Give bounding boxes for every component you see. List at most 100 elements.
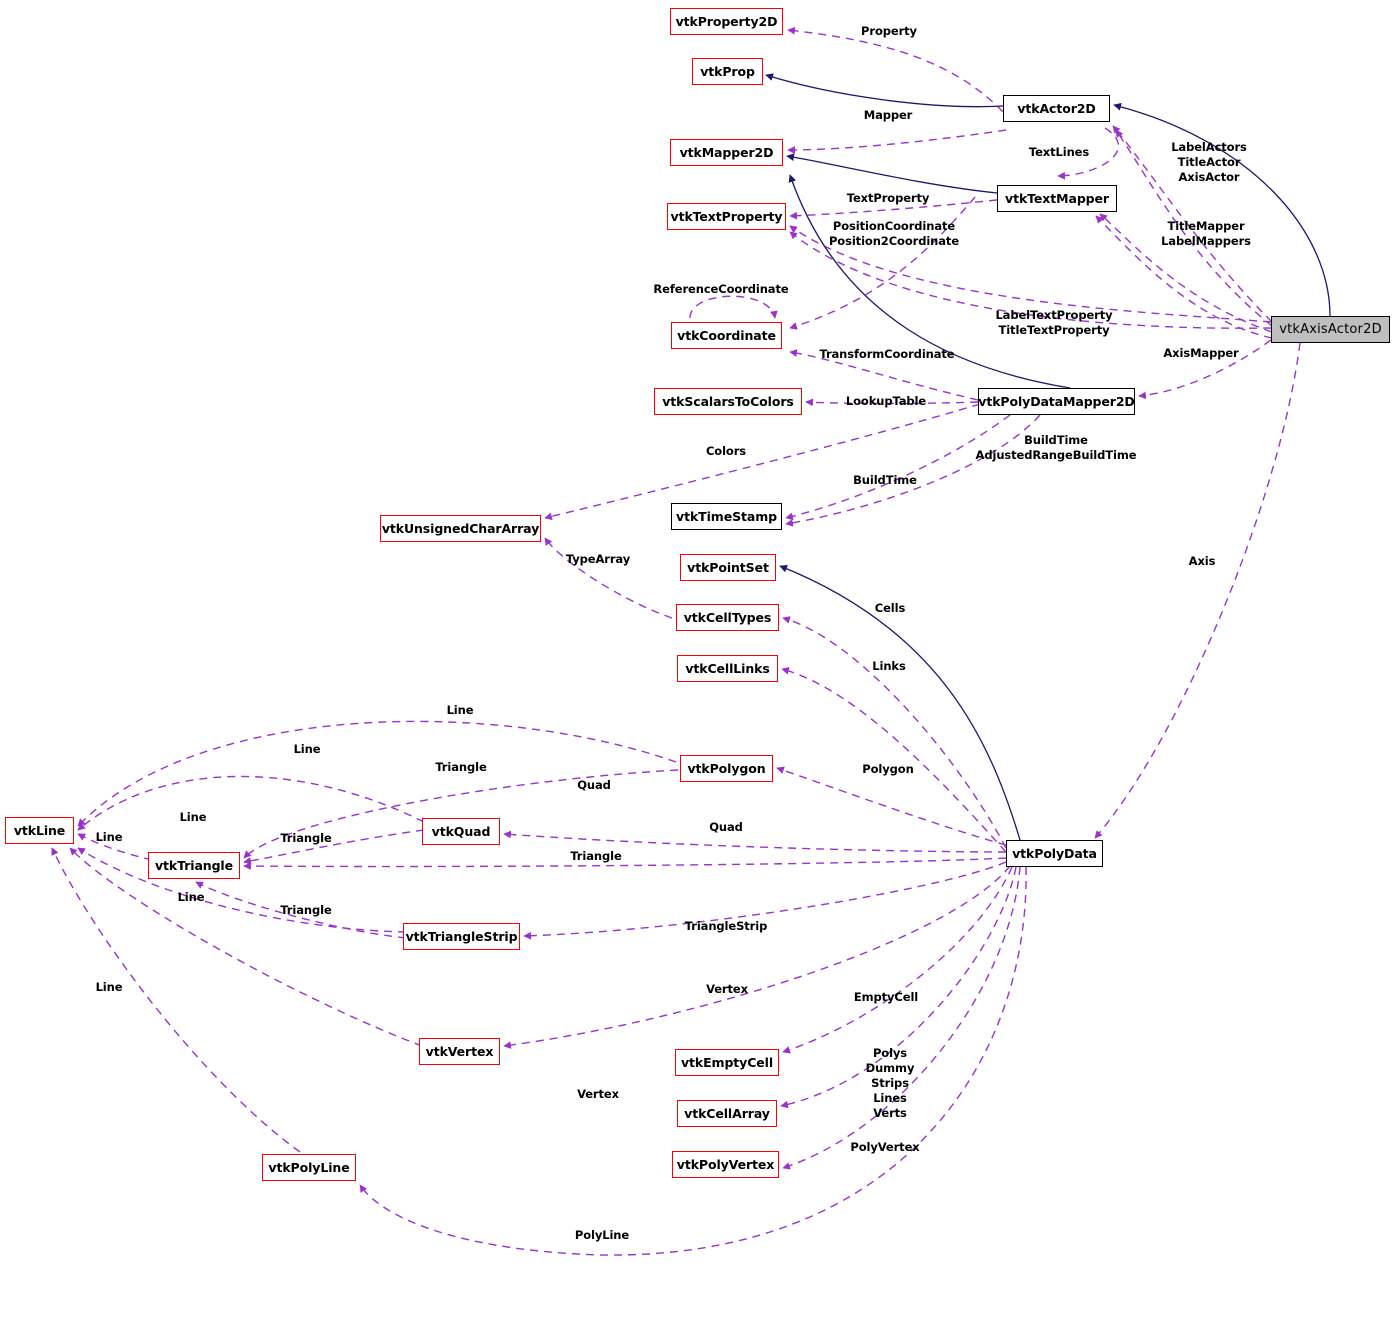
usage-edge: [782, 866, 1013, 1054]
edge-label: Colors: [705, 444, 747, 458]
edge-label: Cells: [874, 601, 906, 615]
class-node-vtkEmptyCell[interactable]: vtkEmptyCell: [675, 1049, 779, 1076]
usage-edge: [785, 414, 1011, 521]
edge-label: Vertex: [706, 982, 748, 996]
usage-edge: [805, 398, 979, 407]
edge-label: TextLines: [1028, 145, 1090, 159]
class-node-vtkPolyData[interactable]: vtkPolyData: [1006, 840, 1103, 867]
edge-label: ReferenceCoordinate: [653, 282, 789, 296]
edge-label: Line: [293, 742, 321, 756]
usage-edge: [789, 199, 998, 220]
usage-edge: [782, 616, 1007, 849]
edge-label: Axis: [1188, 554, 1216, 568]
class-node-vtkActor2D[interactable]: vtkActor2D: [1003, 95, 1110, 122]
edge-label: Line: [95, 830, 123, 844]
class-node-vtkProp[interactable]: vtkProp: [692, 58, 763, 85]
class-node-vtkScalarsToColors[interactable]: vtkScalarsToColors: [654, 388, 802, 415]
class-node-vtkTriangle[interactable]: vtkTriangle: [148, 852, 240, 879]
edge-label: PolyVertex: [850, 1140, 920, 1154]
class-node-vtkVertex[interactable]: vtkVertex: [419, 1038, 500, 1065]
class-node-vtkPolygon[interactable]: vtkPolygon: [680, 755, 773, 782]
usage-edge: [1115, 129, 1273, 327]
class-node-vtkUnsignedCharArray[interactable]: vtkUnsignedCharArray: [380, 515, 541, 542]
edge-label: LookupTable: [845, 394, 927, 408]
edge-label: Polys Dummy Strips Lines Verts: [865, 1046, 915, 1120]
edge-label: PolyLine: [574, 1228, 630, 1242]
class-node-vtkAxisActor2D: vtkAxisActor2D: [1271, 316, 1390, 343]
inheritance-edge: [786, 153, 998, 194]
edge-label: Property: [861, 24, 917, 38]
class-node-vtkLine[interactable]: vtkLine: [5, 817, 74, 844]
edge-label: LabelActors TitleActor AxisActor: [1171, 140, 1247, 184]
edge-label: Links: [872, 659, 906, 673]
edge-label: BuildTime AdjustedRangeBuildTime: [975, 433, 1137, 462]
class-node-vtkQuad[interactable]: vtkQuad: [422, 818, 500, 845]
usage-edge: [1112, 125, 1273, 323]
edge-label: BuildTime: [853, 473, 917, 487]
edge-label: AxisMapper: [1163, 346, 1239, 360]
usage-edge: [782, 866, 1021, 1170]
usage-edge: [1095, 215, 1273, 339]
usage-edge: [544, 537, 673, 619]
class-node-vtkTextProperty[interactable]: vtkTextProperty: [667, 203, 786, 230]
usage-edge: [69, 847, 423, 1047]
class-node-vtkCoordinate[interactable]: vtkCoordinate: [671, 322, 782, 349]
usage-edge: [503, 830, 1007, 853]
edge-label: PositionCoordinate Position2Coordinate: [828, 219, 960, 248]
usage-edge: [359, 866, 1027, 1256]
edge-label: TitleMapper LabelMappers: [1161, 219, 1251, 248]
usage-edge-group: [51, 26, 1301, 1256]
usage-edge: [689, 295, 778, 319]
edge-label: TriangleStrip: [684, 919, 768, 933]
usage-edge: [523, 861, 1007, 940]
usage-edge: [787, 26, 1013, 123]
class-node-vtkCellTypes[interactable]: vtkCellTypes: [676, 604, 779, 631]
edge-label: Quad: [709, 820, 743, 834]
class-node-vtkPointSet[interactable]: vtkPointSet: [680, 554, 776, 581]
edge-label: Line: [177, 890, 205, 904]
usage-edge: [544, 403, 981, 521]
usage-edge: [243, 769, 679, 859]
edge-label: Line: [446, 703, 474, 717]
edge-label: Line: [95, 980, 123, 994]
edge-label: Quad: [577, 778, 611, 792]
edge-label: TypeArray: [565, 552, 631, 566]
edge-label: Triangle: [280, 903, 332, 917]
usage-edge: [77, 720, 677, 827]
usage-edge: [195, 881, 407, 939]
usage-edge: [789, 231, 1272, 329]
class-node-vtkProperty2D[interactable]: vtkProperty2D: [670, 8, 783, 35]
inheritance-edge: [788, 174, 1071, 389]
class-node-vtkTriangleStrip[interactable]: vtkTriangleStrip: [403, 923, 520, 950]
edge-label: Line: [179, 810, 207, 824]
usage-edge: [787, 129, 1007, 154]
class-node-vtkCellArray[interactable]: vtkCellArray: [677, 1100, 777, 1127]
class-node-vtkPolyDataMapper2D[interactable]: vtkPolyDataMapper2D: [978, 388, 1135, 415]
usage-edge: [243, 857, 1007, 870]
usage-edge: [789, 225, 1272, 323]
edge-label: Triangle: [280, 831, 332, 845]
class-node-vtkPolyLine[interactable]: vtkPolyLine: [262, 1154, 356, 1181]
class-node-vtkCellLinks[interactable]: vtkCellLinks: [677, 655, 778, 682]
usage-edge: [77, 775, 425, 831]
class-node-vtkTextMapper[interactable]: vtkTextMapper: [997, 185, 1117, 212]
usage-edge: [781, 667, 1007, 853]
inheritance-edge: [779, 564, 1021, 841]
edge-label: TransformCoordinate: [819, 347, 955, 361]
class-node-vtkTimeStamp[interactable]: vtkTimeStamp: [671, 503, 782, 530]
usage-edge: [77, 833, 153, 861]
usage-edge: [776, 766, 1007, 846]
class-node-vtkPolyVertex[interactable]: vtkPolyVertex: [672, 1151, 779, 1178]
usage-edge: [785, 414, 1041, 527]
edge-label: Mapper: [863, 108, 913, 122]
usage-edge: [789, 196, 976, 330]
edge-label: TextProperty: [846, 191, 930, 205]
class-node-vtkMapper2D[interactable]: vtkMapper2D: [670, 139, 783, 166]
usage-edge: [77, 847, 407, 933]
inheritance-edge-group: [765, 73, 1331, 841]
inheritance-edge: [765, 73, 1004, 108]
usage-edge: [1099, 213, 1273, 333]
edge-label: EmptyCell: [853, 990, 919, 1004]
